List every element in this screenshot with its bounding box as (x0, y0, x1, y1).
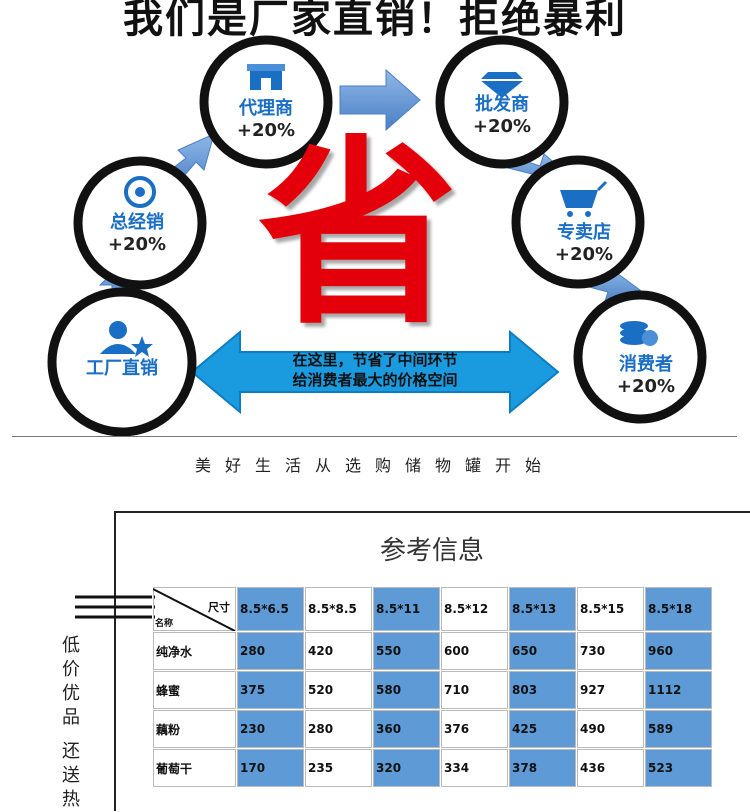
node-percent: +20% (108, 234, 166, 255)
table-cell: 420 (304, 631, 373, 671)
side-caption: 低价优品 还送热 (58, 634, 84, 812)
slogan: 美好生活从选购储物罐开始 (194, 456, 555, 475)
decorative-lines (75, 595, 155, 619)
corner-name-label: 名称 (155, 619, 174, 629)
table-cell: 550 (372, 631, 441, 671)
table-row-name: 纯净水 (152, 631, 237, 671)
table-cell: 436 (576, 748, 645, 788)
headline: 我们是厂家直销！拒绝暴利 (123, 0, 627, 42)
savings-message: 在这里，节省了中间环节 给消费者最大的价格空间 (230, 350, 520, 390)
table-size-header: 8.5*13 (508, 586, 577, 632)
table-cell: 334 (440, 748, 509, 788)
table-row-name: 藕粉 (152, 709, 237, 749)
table-size-header: 8.5*6.5 (236, 586, 305, 632)
diamond-icon (480, 72, 524, 98)
table-cell: 375 (236, 670, 305, 710)
table-size-header: 8.5*18 (644, 586, 713, 632)
node-consumer: 消费者 +20% (573, 290, 707, 424)
table-cell: 235 (304, 748, 373, 788)
table-corner-cell: 尺寸名称 (152, 586, 237, 632)
reference-panel (114, 511, 750, 811)
table-cell: 490 (576, 709, 645, 749)
table-cell: 600 (440, 631, 509, 671)
supply-chain-diagram: 工厂直销 总经销 +20% 代理商 +20% 批发商 +20% (47, 35, 707, 437)
table-row-name: 葡萄干 (152, 748, 237, 788)
divider (12, 436, 737, 437)
table-cell: 230 (236, 709, 305, 749)
savings-arrow (190, 329, 560, 415)
node-agent: 代理商 +20% (199, 35, 333, 169)
table-cell: 803 (508, 670, 577, 710)
storefront-icon (247, 64, 285, 90)
table-size-header: 8.5*12 (440, 586, 509, 632)
table-cell: 730 (576, 631, 645, 671)
table-cell: 320 (372, 748, 441, 788)
table-cell: 280 (236, 631, 305, 671)
node-percent: +20% (617, 376, 675, 397)
table-cell: 710 (440, 670, 509, 710)
table-cell: 360 (372, 709, 441, 749)
table-cell: 580 (372, 670, 441, 710)
table-cell: 376 (440, 709, 509, 749)
flow-arrow-3 (339, 68, 421, 132)
table-cell: 520 (304, 670, 373, 710)
side-caption-line-2: 还送热 (62, 741, 80, 810)
table-cell: 650 (508, 631, 577, 671)
node-label: 工厂直销 (86, 357, 158, 379)
corner-size-label: 尺寸 (208, 601, 230, 614)
table-cell: 1112 (644, 670, 713, 710)
table-cell: 589 (644, 709, 713, 749)
shopping-cart-icon (560, 180, 608, 217)
table-cell: 378 (508, 748, 577, 788)
node-label: 专卖店 (557, 221, 611, 243)
coins-icon (620, 321, 658, 346)
node-store: 专卖店 +20% (511, 155, 645, 289)
node-label: 代理商 (238, 97, 293, 119)
save-character: 省 (257, 117, 458, 352)
table-size-header: 8.5*11 (372, 586, 441, 632)
table-size-header: 8.5*8.5 (304, 586, 373, 632)
node-label: 批发商 (475, 93, 529, 115)
table-cell: 425 (508, 709, 577, 749)
table-cell: 960 (644, 631, 713, 671)
table-cell: 280 (304, 709, 373, 749)
reference-title: 参考信息 (379, 536, 484, 566)
node-percent: +20% (237, 120, 295, 141)
table-cell: 523 (644, 748, 713, 788)
node-wholesaler: 批发商 +20% (435, 35, 569, 169)
savings-line-2: 给消费者最大的价格空间 (292, 371, 458, 389)
node-percent: +20% (473, 116, 531, 137)
node-label: 总经销 (110, 211, 164, 233)
node-distributor: 总经销 +20% (73, 156, 207, 290)
table-cell: 170 (236, 748, 305, 788)
table-size-header: 8.5*15 (576, 586, 645, 632)
refresh-cycle-icon (124, 176, 156, 208)
table-cell: 927 (576, 670, 645, 710)
node-percent: +20% (555, 244, 613, 265)
table-row-name: 蜂蜜 (152, 670, 237, 710)
savings-line-1: 在这里，节省了中间环节 (292, 351, 458, 369)
node-label: 消费者 (619, 353, 673, 375)
side-caption-line-1: 低价优品 (62, 635, 80, 728)
node-factory: 工厂直销 (47, 287, 197, 437)
businessman-icon (100, 321, 153, 357)
